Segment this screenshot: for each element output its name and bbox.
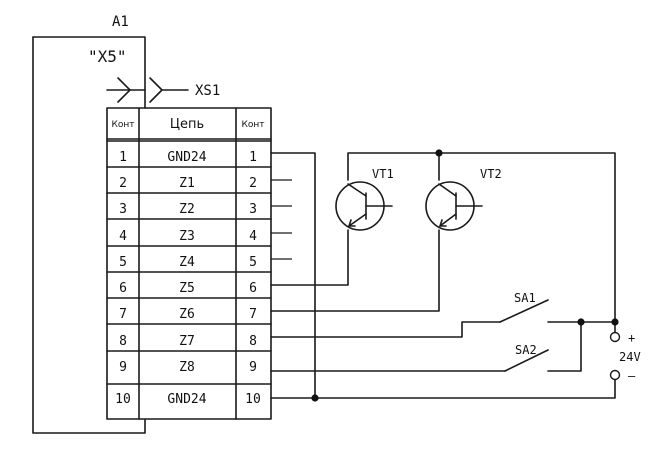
row-6-circuit: Z5: [179, 281, 195, 296]
device-outline-body: [32, 36, 146, 434]
junction-dot: [311, 394, 319, 402]
row-3-contact-right: 3: [249, 202, 257, 217]
table-row: 5 Z4 5: [119, 255, 257, 270]
row-1-contact-right: 1: [249, 150, 257, 165]
transistor-vt1: [335, 181, 393, 231]
row-2-circuit: Z1: [179, 176, 195, 191]
row-5-contact-right: 5: [249, 255, 257, 270]
row-6-contact-left: 6: [119, 281, 127, 296]
socket-symbol: [149, 77, 189, 103]
row-9-contact-right: 9: [249, 360, 257, 375]
header-circuit: Цепь: [170, 117, 204, 132]
row-2-contact-right: 2: [249, 176, 257, 191]
junction-dot: [577, 318, 585, 326]
switch-sa1: [499, 299, 549, 323]
connector-table: Конт Цепь Конт 1 GND24 1 2 Z1 2 3 Z2 3 4…: [106, 107, 272, 420]
row-3-circuit: Z2: [179, 202, 195, 217]
junction-dot: [435, 149, 443, 157]
row-1-contact-left: 1: [119, 150, 127, 165]
voltage-label: 24V: [619, 350, 641, 364]
row-10-contact-left: 10: [115, 392, 131, 407]
header-contact-right: Конт: [241, 120, 264, 130]
row-4-contact-right: 4: [249, 229, 257, 244]
terminal-plus: [609, 331, 621, 343]
row-5-circuit: Z4: [179, 255, 195, 270]
row-10-contact-right: 10: [245, 392, 261, 407]
device-label: A1: [112, 14, 129, 30]
table-row: 1 GND24 1: [119, 150, 257, 165]
device-outline-top: [32, 36, 146, 109]
socket-label: XS1: [195, 83, 220, 99]
plus-label: +: [628, 331, 635, 345]
row-8-contact-right: 8: [249, 334, 257, 349]
terminal-minus: [609, 369, 621, 381]
header-contact-left: Конт: [111, 120, 134, 130]
table-row: 9 Z8 9: [119, 360, 257, 375]
switch-sa2: [504, 349, 549, 372]
table-row: 10 GND24 10: [115, 392, 261, 407]
table-row: 8 Z7 8: [119, 334, 257, 349]
table-row: 3 Z2 3: [119, 202, 257, 217]
table-row: 2 Z1 2: [119, 176, 257, 191]
sa2-label: SA2: [515, 343, 537, 357]
row-5-contact-left: 5: [119, 255, 127, 270]
table-row: 6 Z5 6: [119, 281, 257, 296]
row-9-contact-left: 9: [119, 360, 127, 375]
row-1-circuit: GND24: [167, 150, 206, 165]
row-4-circuit: Z3: [179, 229, 195, 244]
row-7-contact-right: 7: [249, 307, 257, 322]
wiring: [270, 152, 616, 399]
plug-symbol: [106, 77, 146, 103]
vt1-label: VT1: [372, 167, 394, 181]
row-9-circuit: Z8: [179, 360, 195, 375]
row-8-circuit: Z7: [179, 334, 195, 349]
row-8-contact-left: 8: [119, 334, 127, 349]
row-7-circuit: Z6: [179, 307, 195, 322]
row-6-contact-right: 6: [249, 281, 257, 296]
transistor-vt2: [425, 181, 483, 231]
row-2-contact-left: 2: [119, 176, 127, 191]
minus-label: –: [628, 369, 636, 383]
junction-dot: [611, 318, 619, 326]
table-row: 4 Z3 4: [119, 229, 257, 244]
vt2-label: VT2: [480, 167, 502, 181]
table-row: 7 Z6 7: [119, 307, 257, 322]
row-3-contact-left: 3: [119, 202, 127, 217]
plug-label: "X5": [88, 47, 127, 66]
row-4-contact-left: 4: [119, 229, 127, 244]
row-10-circuit: GND24: [167, 392, 206, 407]
sa1-label: SA1: [514, 291, 536, 305]
row-7-contact-left: 7: [119, 307, 127, 322]
